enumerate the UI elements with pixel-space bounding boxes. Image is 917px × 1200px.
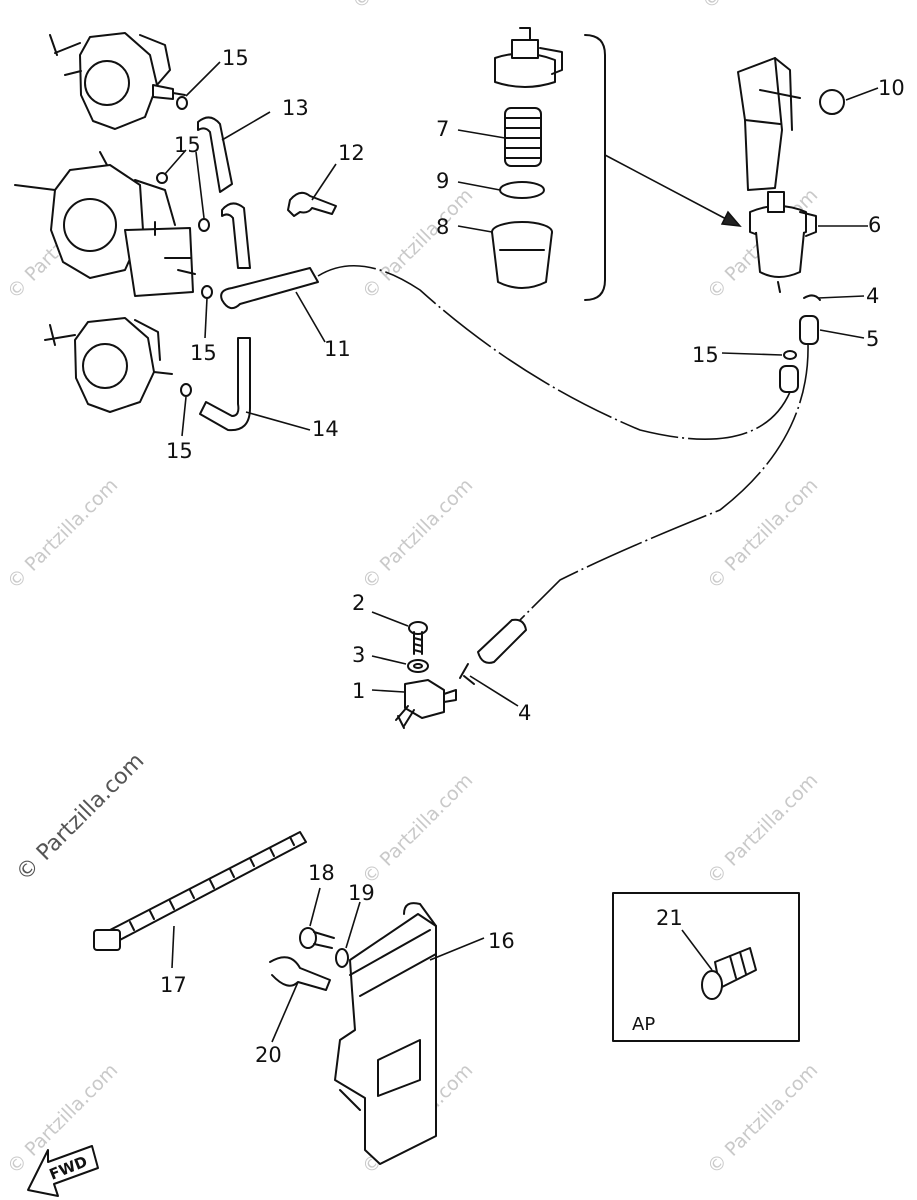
callout-5: 5 xyxy=(866,327,879,351)
hose-joint xyxy=(779,365,799,393)
hose-14 xyxy=(199,337,251,432)
nut-10 xyxy=(819,89,845,115)
callout-15: 15 xyxy=(174,133,201,157)
o-ring-9 xyxy=(499,181,545,199)
callout-17: 17 xyxy=(160,973,187,997)
filter-bracket xyxy=(737,57,801,191)
callout-3: 3 xyxy=(352,643,365,667)
hose-13 xyxy=(197,116,233,193)
callout-9: 9 xyxy=(436,169,449,193)
watermark: © Partzilla.com xyxy=(703,769,822,888)
assembly-arrow xyxy=(604,154,729,221)
watermark: © Partzilla.com xyxy=(703,474,822,593)
bolt-18 xyxy=(299,927,335,949)
bracket-16 xyxy=(334,902,437,1165)
watermark: © Partzilla.com xyxy=(698,0,817,14)
callout-4: 4 xyxy=(866,284,879,308)
clamp-12 xyxy=(287,191,337,217)
washer-19 xyxy=(335,948,349,968)
carburetor-middle xyxy=(14,151,196,297)
fuel-hose xyxy=(477,618,527,664)
fuel-pipe xyxy=(519,343,809,621)
watermark: © Partzilla.com xyxy=(358,184,477,303)
callout-13: 13 xyxy=(282,96,309,120)
hose-11 xyxy=(220,267,319,310)
watermark: © Partzilla.com xyxy=(358,769,477,888)
filter-cap xyxy=(494,27,563,88)
carburetor-bottom xyxy=(44,317,173,413)
clamp-20 xyxy=(269,956,331,991)
callout-21: 21 xyxy=(656,906,683,930)
fuel-filter-6 xyxy=(749,191,817,293)
callout-15: 15 xyxy=(190,341,217,365)
callout-12: 12 xyxy=(338,141,365,165)
callout-14: 14 xyxy=(312,417,339,441)
inset-label: AP xyxy=(632,1014,655,1035)
grouping-bracket xyxy=(584,34,606,301)
callout-labels: 15 13 15 12 15 11 14 15 7 9 8 10 6 4 5 1… xyxy=(160,46,905,1067)
callout-20: 20 xyxy=(255,1043,282,1067)
callout-1: 1 xyxy=(352,679,365,703)
callout-15: 15 xyxy=(166,439,193,463)
fitting-21 xyxy=(701,947,757,1000)
carburetor-top xyxy=(49,32,186,130)
watermark: © Partzilla.com xyxy=(348,0,467,14)
screw-2 xyxy=(408,621,428,655)
fuel-joint-1 xyxy=(395,679,457,729)
watermark: © Partzilla.com xyxy=(358,474,477,593)
callout-6: 6 xyxy=(868,213,881,237)
leader-lines xyxy=(164,61,879,1043)
callout-15: 15 xyxy=(692,343,719,367)
arrow-head xyxy=(720,210,742,227)
callout-15: 15 xyxy=(222,46,249,70)
watermark-featured: © Partzilla.com xyxy=(12,749,150,887)
hose-middle xyxy=(221,202,251,269)
hose-clip xyxy=(459,663,475,685)
cable-tie-17 xyxy=(93,831,307,951)
watermark: © Partzilla.com xyxy=(3,474,122,593)
callout-10: 10 xyxy=(878,76,905,100)
filter-element-7 xyxy=(504,107,542,167)
callout-8: 8 xyxy=(436,215,449,239)
callout-4: 4 xyxy=(518,701,531,725)
hose-clip xyxy=(783,350,797,360)
watermark: © Partzilla.com xyxy=(703,1059,822,1178)
callout-11: 11 xyxy=(324,337,351,361)
callout-2: 2 xyxy=(352,591,365,615)
callout-19: 19 xyxy=(348,881,375,905)
filter-cup-8 xyxy=(491,221,553,289)
inset-frame xyxy=(612,892,800,1042)
hose-clip xyxy=(803,294,821,301)
washer-3 xyxy=(407,659,429,673)
callout-16: 16 xyxy=(488,929,515,953)
callout-7: 7 xyxy=(436,117,449,141)
callout-18: 18 xyxy=(308,861,335,885)
fuel-pipe xyxy=(317,265,791,440)
hose-5 xyxy=(799,315,819,345)
